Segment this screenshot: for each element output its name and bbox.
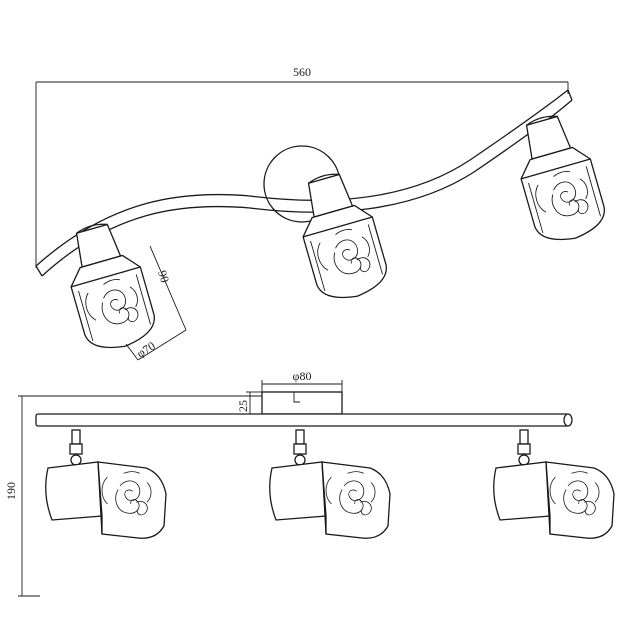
shade-height-dimension bbox=[149, 245, 187, 331]
spotlight-left bbox=[57, 216, 161, 356]
canopy-diameter-label: φ80 bbox=[293, 369, 312, 383]
front-spotlight-left bbox=[46, 430, 166, 538]
overall-height-label: 190 bbox=[4, 482, 18, 500]
straight-bar bbox=[35, 413, 569, 427]
bar-end-right bbox=[567, 89, 573, 101]
shade-diameter-dimension bbox=[137, 329, 187, 361]
bar-end-left bbox=[35, 265, 43, 277]
bar-end-cap bbox=[563, 413, 573, 427]
shade-diameter-tick bbox=[125, 343, 139, 361]
shade-diameter-label: φ70 bbox=[134, 339, 157, 361]
front-spotlight-center bbox=[270, 430, 390, 538]
length-dimension-label: 560 bbox=[293, 65, 311, 79]
canopy-height-label: 25 bbox=[236, 400, 250, 412]
canopy-mark bbox=[293, 392, 300, 403]
canopy-front bbox=[261, 391, 343, 415]
spotlight-right bbox=[507, 108, 611, 248]
top-view: 560 90 φ70 bbox=[35, 65, 611, 361]
front-spotlight-right bbox=[494, 430, 614, 538]
shade-height-label: 90 bbox=[155, 269, 172, 285]
front-view: φ80 25 190 bbox=[4, 369, 614, 597]
